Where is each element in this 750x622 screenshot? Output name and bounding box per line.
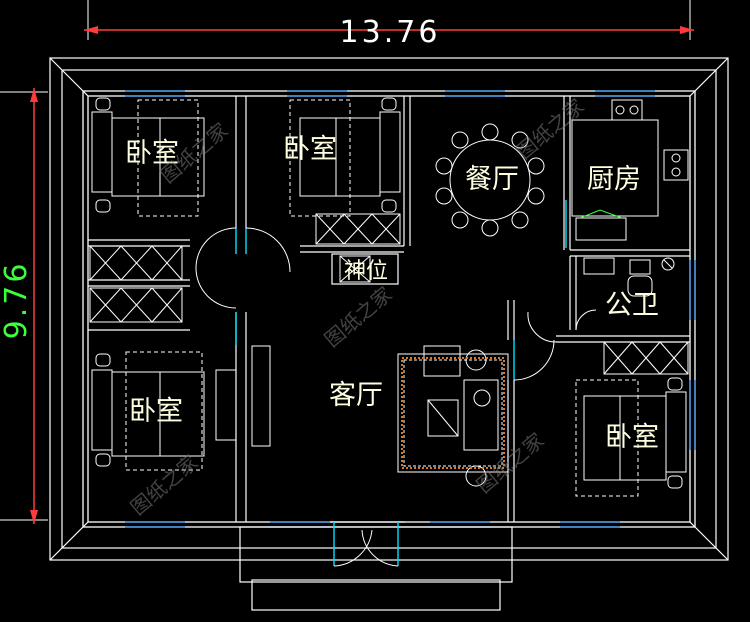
room-label-living: 客厅 <box>329 380 383 411</box>
room-label-bedroom-bottom-right: 卧室 <box>605 422 659 453</box>
orange-border <box>401 357 505 469</box>
watermark: 图纸之家 <box>126 450 203 520</box>
bathroom-fixtures <box>583 257 675 297</box>
watermark: 图纸之家 <box>472 428 549 498</box>
dining-table <box>435 123 545 237</box>
width-label: 13.76 <box>340 15 441 50</box>
kitchen-fixtures <box>571 99 689 241</box>
room-label-kitchen: 厨房 <box>587 164 641 195</box>
living-furniture <box>397 345 509 487</box>
height-label: 9.76 <box>0 261 34 340</box>
roof-outline <box>49 57 729 561</box>
door-swings <box>195 227 597 567</box>
room-label-bedroom-bottom-left: 卧室 <box>129 396 183 427</box>
doors <box>235 200 567 566</box>
bed-bottom-left <box>91 345 271 471</box>
bed-bottom-right <box>575 377 687 497</box>
watermark: 图纸之家 <box>320 282 397 352</box>
bed-top-center <box>289 97 401 217</box>
room-label-bathroom: 公卫 <box>605 290 659 321</box>
room-label-shrine: 神位 <box>344 259 388 284</box>
height-dimension: 9.76 <box>0 88 48 524</box>
room-label-bedroom-top-left: 卧室 <box>125 138 179 169</box>
room-label-dining: 餐厅 <box>465 164 519 195</box>
wardrobes <box>89 213 689 375</box>
room-label-bedroom-top-center: 卧室 <box>283 134 337 165</box>
watermark: 图纸之家 <box>512 94 589 164</box>
width-dimension: 13.76 <box>84 0 694 50</box>
bed-top-left <box>91 97 205 217</box>
